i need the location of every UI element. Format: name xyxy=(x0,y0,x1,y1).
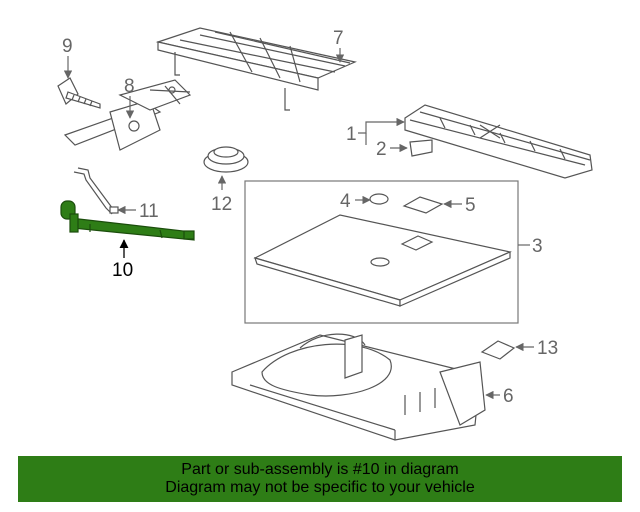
parts-diagram: 1 2 3 4 5 6 7 8 9 10 11 12 13 xyxy=(57,27,593,441)
callout-10: 10 xyxy=(112,260,133,281)
callout-4: 4 xyxy=(340,191,351,212)
group-3-frame xyxy=(244,180,519,324)
callout-13: 13 xyxy=(537,338,558,359)
part-8-jack xyxy=(63,79,192,151)
banner-line-1: Part or sub-assembly is #10 in diagram xyxy=(181,461,459,478)
callout-2: 2 xyxy=(376,139,387,160)
part-12-grommet xyxy=(203,146,249,173)
part-10-jack-handle xyxy=(60,200,195,241)
info-banner: Part or sub-assembly is #10 in diagram D… xyxy=(18,456,622,502)
part-6-foam-tray xyxy=(231,333,486,441)
part-5-pad xyxy=(402,196,444,214)
banner-line-2: Diagram may not be specific to your vehi… xyxy=(165,479,475,496)
callout-6: 6 xyxy=(503,386,514,407)
part-7-load-floor xyxy=(155,27,357,111)
part-4-cap xyxy=(369,193,389,205)
callout-9: 9 xyxy=(62,36,73,57)
callout-7: 7 xyxy=(333,28,344,49)
callout-11: 11 xyxy=(139,201,159,222)
part-3-floor-panel xyxy=(253,214,512,307)
callout-8: 8 xyxy=(124,76,135,97)
callout-1: 1 xyxy=(346,124,357,145)
callout-labels: 1 2 3 4 5 6 7 8 9 10 11 12 13 xyxy=(62,28,558,407)
callout-leaders xyxy=(63,48,534,400)
part-13-pad xyxy=(480,340,516,360)
callout-3: 3 xyxy=(532,236,543,257)
part-11-wrench xyxy=(73,167,119,215)
part-2-clip xyxy=(409,139,433,157)
part-9-bolt xyxy=(57,77,101,109)
callout-12: 12 xyxy=(211,194,232,215)
callout-5: 5 xyxy=(465,195,476,216)
part-1-sill-plate xyxy=(404,104,593,179)
